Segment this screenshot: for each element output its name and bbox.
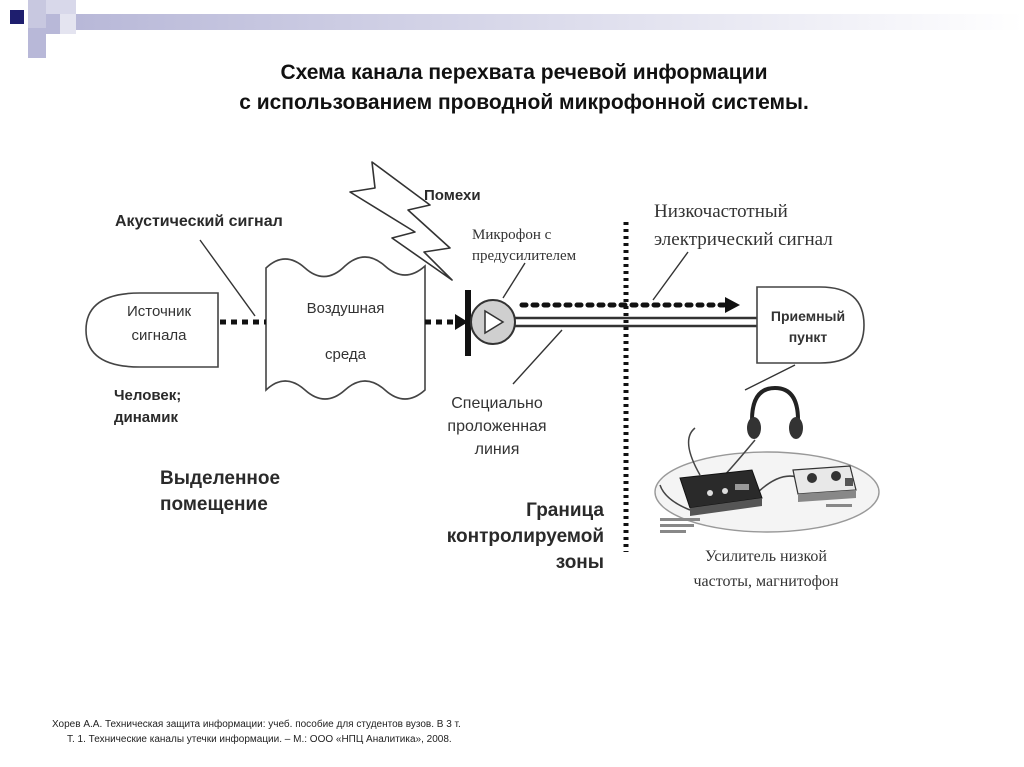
mic-leader xyxy=(502,262,526,299)
signal-source-shape xyxy=(85,292,219,368)
microphone-label: Микрофон с предусилителем xyxy=(472,227,577,264)
top-gradient-bar xyxy=(76,14,1024,30)
zone-border-label: Граница контролируемой зоны xyxy=(446,500,604,573)
lf-signal-label: Низкочастотный электрический сигнал xyxy=(654,201,833,250)
air-medium-label: Воздушная среда xyxy=(306,300,385,363)
amplifier-recorder-label: Усилитель низкой частоты, магнитофон xyxy=(693,548,839,590)
receiver-shape xyxy=(756,286,865,364)
air-medium-shape xyxy=(265,256,426,400)
lf-leader xyxy=(652,251,689,301)
source-label: Источник сигнала xyxy=(126,303,192,344)
dedicated-line-label: Специально проложенная линия xyxy=(447,395,547,458)
person-speaker-label: Человек; динамик xyxy=(114,387,182,426)
title-line-1: Схема канала перехвата речевой информаци… xyxy=(280,61,768,84)
receiver-label: Приемный пункт xyxy=(770,308,846,345)
title-line-2: с использованием проводной микрофонной с… xyxy=(239,91,809,114)
microphone-plate xyxy=(465,290,471,356)
acoustic-arrow-head xyxy=(455,314,468,330)
headphones-icon xyxy=(750,385,800,421)
dedicated-room-label: Выделенное помещение xyxy=(160,468,281,515)
amplifier-device xyxy=(679,469,763,516)
equipment-illustration xyxy=(654,385,880,533)
play-triangle-icon xyxy=(484,309,505,335)
receiver-leader xyxy=(744,364,796,391)
bibliographic-reference: Хорев А.А. Техническая защита информации… xyxy=(52,719,461,745)
lf-signal-arrow-head xyxy=(725,297,740,313)
noise-label: Помехи xyxy=(424,187,481,204)
lightning-icon xyxy=(349,161,453,281)
line-leader xyxy=(512,329,563,385)
corner-decoration xyxy=(0,0,80,60)
tape-recorder-device xyxy=(792,465,857,502)
slide-title: Схема канала перехвата речевой информаци… xyxy=(0,58,1024,118)
acoustic-leader xyxy=(199,239,256,317)
acoustic-signal-label: Акустический сигнал xyxy=(115,213,283,230)
